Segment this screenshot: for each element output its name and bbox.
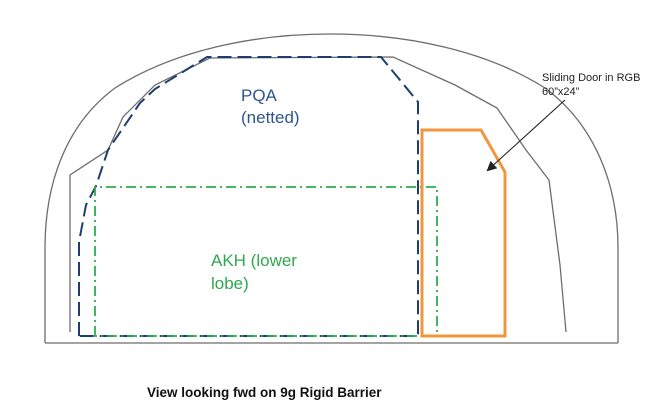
pqa-label-line2: (netted): [241, 108, 300, 127]
fuselage-inner-contour: [69, 56, 567, 333]
akh-label-line1: AKH (lower: [211, 251, 297, 270]
door-leader-arrow: [486, 99, 566, 172]
pqa-label-line1: PQA: [241, 86, 278, 105]
fuselage-outer-contour: [44, 33, 619, 343]
sliding-door-outline: [420, 128, 507, 338]
akh-envelope: [94, 186, 438, 337]
pqa-envelope: [78, 56, 419, 337]
akh-label-line2: lobe): [211, 274, 249, 293]
door-label-line2: 60”x24”: [542, 86, 580, 98]
diagram-caption: View looking fwd on 9g Rigid Barrier: [147, 385, 382, 400]
door-label-line1: Sliding Door in RGB: [542, 72, 640, 84]
